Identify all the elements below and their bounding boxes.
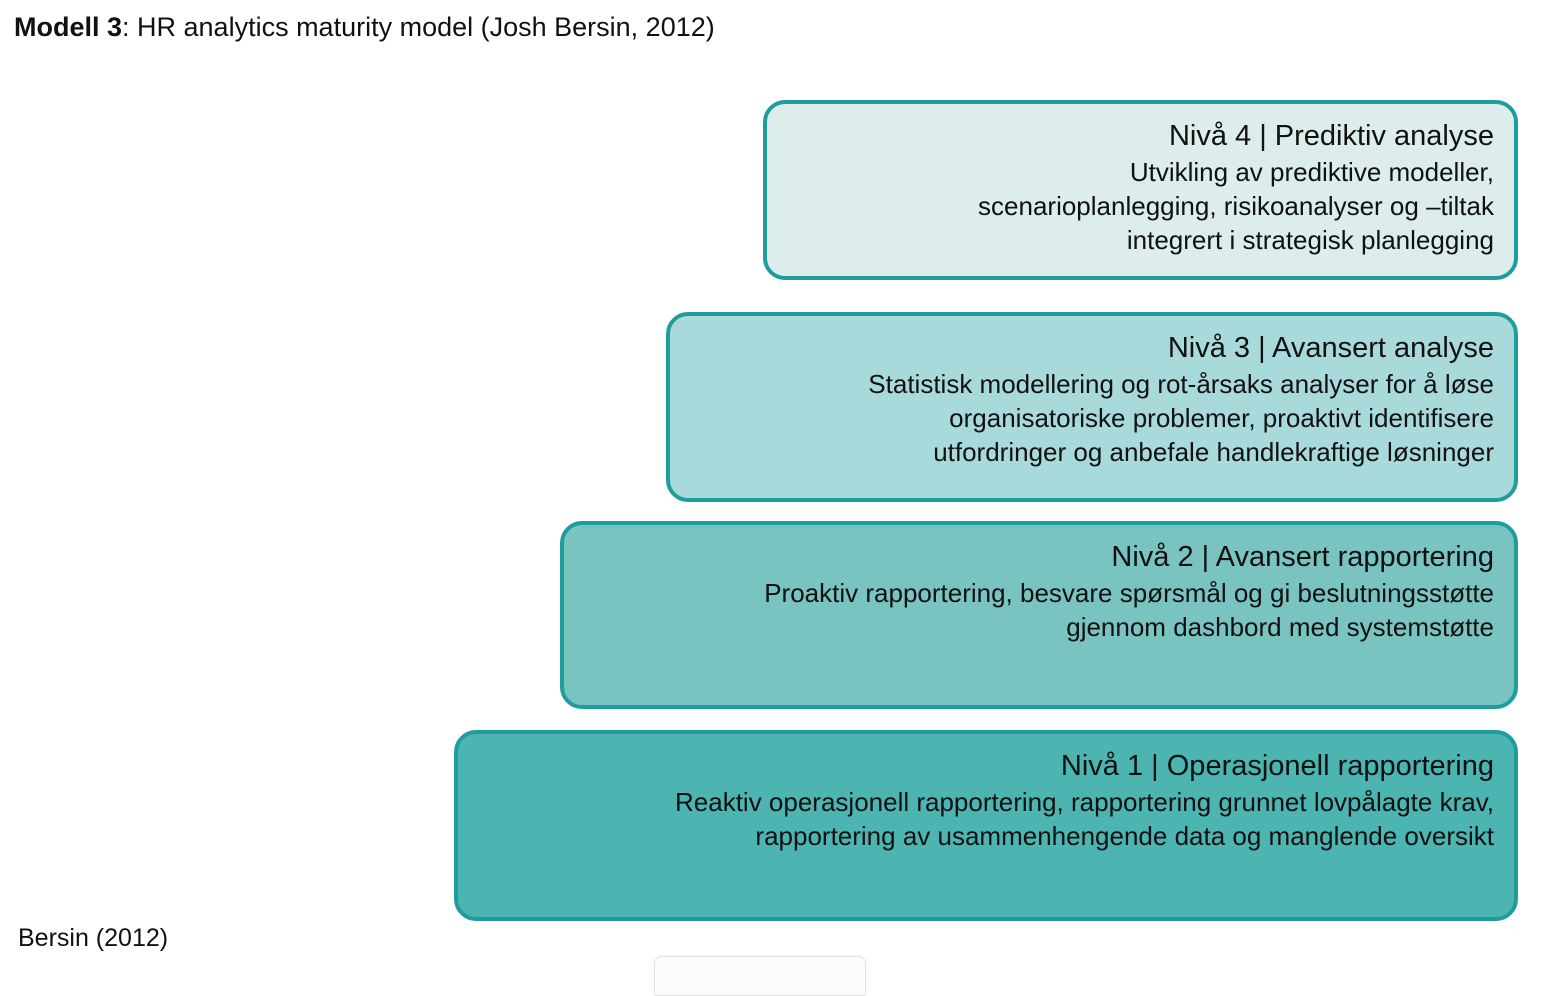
stage-heading-level-1: Nivå 1 | Operasjonell rapportering bbox=[1060, 750, 1494, 782]
stage-description-line: Statistisk modellering og rot-årsaks ana… bbox=[868, 369, 1494, 399]
maturity-stage-level-3[interactable]: Nivå 3 | Avansert analyse Statistisk mod… bbox=[666, 312, 1518, 502]
stage-description-line: Utvikling av prediktive modeller, bbox=[1129, 157, 1494, 187]
stage-description-line: rapportering av usammenhengende data og … bbox=[755, 821, 1494, 851]
stage-description-line: integrert i strategisk planlegging bbox=[1126, 225, 1494, 255]
stage-description-line: gjennom dashbord med systemstøtte bbox=[1066, 612, 1494, 642]
stage-heading-level-4: Nivå 4 | Prediktiv analyse bbox=[1168, 120, 1494, 152]
maturity-stage-level-4[interactable]: Nivå 4 | Prediktiv analyse Utvikling av … bbox=[763, 100, 1518, 280]
stage-description-line: scenarioplanlegging, risikoanalyser og –… bbox=[978, 191, 1494, 221]
stage-description-level-2: Proaktiv rapportering, besvare spørsmål … bbox=[584, 576, 1494, 644]
stage-heading-level-2: Nivå 2 | Avansert rapportering bbox=[1111, 541, 1494, 573]
stage-description-line: Reaktiv operasjonell rapportering, rappo… bbox=[675, 787, 1494, 817]
stage-description-level-1: Reaktiv operasjonell rapportering, rappo… bbox=[478, 785, 1494, 853]
stage-description-level-3: Statistisk modellering og rot-årsaks ana… bbox=[690, 367, 1494, 469]
stage-description-line: Proaktiv rapportering, besvare spørsmål … bbox=[764, 578, 1494, 608]
source-caption: Bersin (2012) bbox=[18, 924, 169, 952]
maturity-stage-level-2[interactable]: Nivå 2 | Avansert rapportering Proaktiv … bbox=[560, 521, 1518, 709]
page-title: Modell 3: HR analytics maturity model (J… bbox=[14, 10, 715, 44]
stage-description-level-4: Utvikling av prediktive modeller, scenar… bbox=[787, 155, 1494, 257]
maturity-stage-level-1[interactable]: Nivå 1 | Operasjonell rapportering Reakt… bbox=[454, 730, 1518, 921]
page-title-strong: Modell 3 bbox=[14, 12, 123, 42]
stage-heading-level-3: Nivå 3 | Avansert analyse bbox=[1167, 332, 1494, 364]
stage-description-line: organisatoriske problemer, proaktivt ide… bbox=[949, 403, 1494, 433]
stage-description-line: utfordringer og anbefale handlekraftige … bbox=[933, 437, 1494, 467]
page-title-rest: : HR analytics maturity model (Josh Bers… bbox=[122, 12, 715, 42]
bottom-partial-shape bbox=[654, 956, 866, 996]
